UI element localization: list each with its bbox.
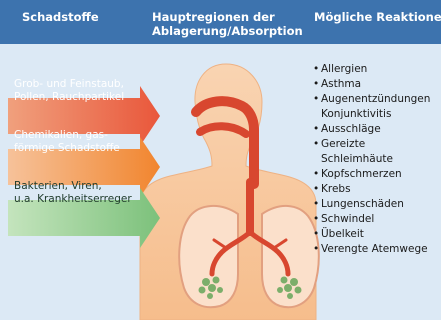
header-pollutants: Schadstoffe — [22, 10, 99, 24]
reaction-item: Allergien — [313, 62, 441, 77]
pollutant-label-line: Chemikalien, gas- — [14, 129, 120, 142]
pollutant-label-line: Bakterien, Viren, — [14, 180, 132, 193]
reaction-item: Verengte Atemwege — [313, 242, 441, 257]
reaction-text: Verengte Atemwege — [321, 242, 441, 257]
reaction-item: Übelkeit — [313, 227, 441, 242]
reaction-text: Krebs — [321, 182, 441, 197]
reaction-item: Schwindel — [313, 212, 441, 227]
reaction-item: Lungenschäden — [313, 197, 441, 212]
reaction-text: Ausschläge — [321, 122, 441, 137]
reaction-text: Gereizte — [321, 137, 441, 152]
header-reactions: Mögliche Reaktionen — [314, 10, 441, 24]
header-regions-line2: Ablagerung/Absorption — [152, 24, 312, 38]
reaction-text: Lungenschäden — [321, 197, 441, 212]
reaction-item: Kopfschmerzen — [313, 167, 441, 182]
reaction-text: Schwindel — [321, 212, 441, 227]
pollutant-label-line: u.a. Krankheitserreger — [14, 193, 132, 206]
reaction-item: Asthma — [313, 77, 441, 92]
header-regions-line1: Hauptregionen der — [152, 10, 312, 24]
reaction-item: Ausschläge — [313, 122, 441, 137]
reaction-text: Asthma — [321, 77, 441, 92]
reaction-text-continued: Konjunktivitis — [321, 107, 441, 122]
pollutant-label-line: förmige Schadstoffe — [14, 142, 120, 155]
pollutant-label-particulates: Grob- und Feinstaub, Pollen, Rauchpartik… — [14, 78, 124, 104]
reaction-text: Kopfschmerzen — [321, 167, 441, 182]
reaction-text: Allergien — [321, 62, 441, 77]
pollutant-label-pathogens: Bakterien, Viren, u.a. Krankheitserreger — [14, 180, 132, 206]
pollutant-label-line: Pollen, Rauchpartikel — [14, 91, 124, 104]
pollutant-label-line: Grob- und Feinstaub, — [14, 78, 124, 91]
pollutant-label-chemicals: Chemikalien, gas- förmige Schadstoffe — [14, 129, 120, 155]
reaction-text: Augenentzündungen — [321, 92, 441, 107]
reaction-text: Übelkeit — [321, 227, 441, 242]
reaction-text-continued: Schleimhäute — [321, 152, 441, 167]
header-regions: Hauptregionen der Ablagerung/Absorption — [152, 10, 312, 38]
reaction-item: Krebs — [313, 182, 441, 197]
reactions-list: Allergien Asthma AugenentzündungenKonjun… — [313, 62, 441, 257]
